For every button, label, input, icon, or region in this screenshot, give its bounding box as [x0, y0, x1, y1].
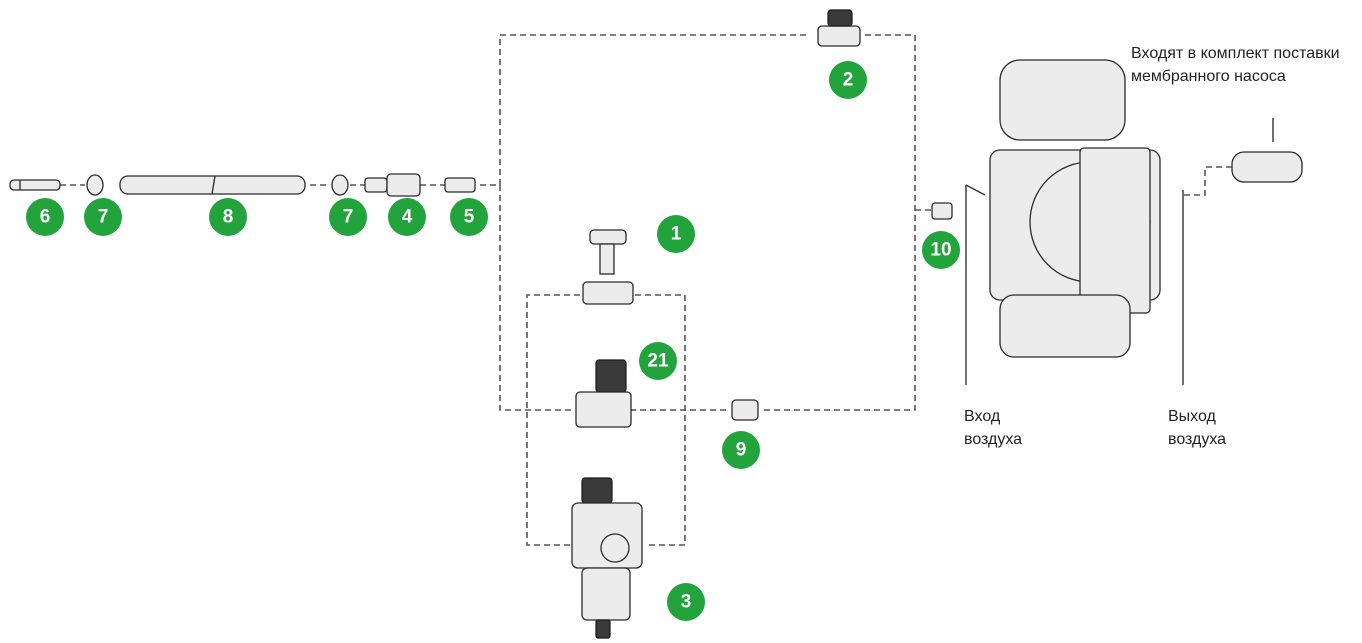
- fitting-part-10: [931, 202, 953, 220]
- callout-badge-2: 2: [829, 61, 867, 99]
- air-inlet-caption-line1: Вход: [964, 408, 1001, 425]
- svg-text:10: 10: [930, 240, 951, 261]
- svg-text:21: 21: [647, 351, 669, 372]
- air-inlet-marker: [965, 184, 986, 385]
- kit-caption-line1: Входят в комплект поставки: [1131, 45, 1340, 62]
- nipple-part-5: [444, 177, 476, 193]
- svg-text:7: 7: [98, 207, 109, 228]
- callout-badge-21: 21: [639, 342, 677, 380]
- coupling-part-4: [364, 173, 421, 197]
- callout-badge-7a: 7: [84, 198, 122, 236]
- callout-badge-5: 5: [450, 198, 488, 236]
- svg-text:2: 2: [843, 70, 854, 91]
- svg-text:5: 5: [464, 207, 475, 228]
- valve-part-2: [817, 9, 861, 47]
- svg-text:1: 1: [671, 224, 682, 245]
- fitting-part-9: [731, 399, 759, 421]
- svg-text:3: 3: [681, 592, 692, 613]
- callout-badge-6: 6: [26, 198, 64, 236]
- connection-lines: [60, 34, 932, 546]
- callout-badge-8: 8: [209, 198, 247, 236]
- callout-badge-10: 10: [922, 231, 960, 269]
- filter-regulator-part-3: [571, 477, 643, 639]
- callout-badge-3: 3: [667, 583, 705, 621]
- hose-part-8: [119, 175, 306, 195]
- muffler: [1180, 118, 1303, 196]
- air-outlet-caption: Выход воздуха: [1168, 405, 1226, 451]
- svg-text:8: 8: [223, 207, 234, 228]
- kit-caption-line2: мембранного насоса: [1131, 68, 1286, 85]
- solenoid-valve-part-21: [575, 359, 632, 428]
- washer-part-7a: [86, 174, 104, 196]
- svg-text:9: 9: [736, 440, 747, 461]
- diaphragm-pump: [989, 59, 1161, 358]
- air-inlet-caption-line2: воздуха: [964, 431, 1023, 448]
- kit-caption: Входят в комплект поставки мембранного н…: [1131, 42, 1340, 88]
- washer-part-7b: [331, 174, 349, 196]
- needle-valve-part-1: [582, 229, 634, 305]
- callout-badge-4: 4: [388, 198, 426, 236]
- air-inlet-caption: Вход воздуха: [964, 405, 1022, 451]
- svg-text:6: 6: [40, 207, 51, 228]
- nozzle-part-6: [9, 179, 61, 191]
- svg-text:4: 4: [402, 207, 413, 228]
- svg-text:7: 7: [343, 207, 354, 228]
- callout-badge-9: 9: [722, 431, 760, 469]
- callout-badge-7b: 7: [329, 198, 367, 236]
- air-outlet-caption-line1: Выход: [1168, 408, 1216, 425]
- air-outlet-caption-line2: воздуха: [1168, 431, 1227, 448]
- callout-badge-1: 1: [657, 215, 695, 253]
